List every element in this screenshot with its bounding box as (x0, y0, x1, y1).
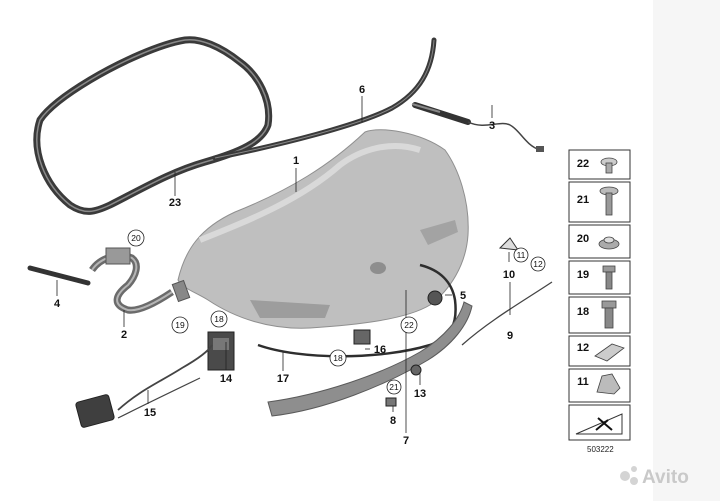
side-label-21: 21 (577, 194, 589, 206)
gas-strut-3 (411, 102, 544, 152)
side-label-22: 22 (577, 158, 589, 170)
trim-7 (267, 301, 473, 417)
callout-7: 7 (403, 435, 409, 447)
callout-10: 10 (503, 269, 515, 281)
callout-4: 4 (54, 298, 61, 310)
callout-1: 1 (293, 155, 299, 167)
screw-21-part (599, 186, 619, 216)
right-edge-band (653, 0, 720, 501)
callout-labels: 1 6 3 23 4 2 5 16 17 14 15 13 8 7 9 10 (54, 84, 515, 447)
clip-22-part (600, 157, 618, 174)
callout-23: 23 (169, 197, 181, 209)
clip-11-part (596, 373, 621, 395)
callout-3: 3 (489, 120, 495, 132)
avito-watermark: Avito (620, 466, 689, 488)
latch-14 (207, 331, 235, 371)
callout-9: 9 (507, 330, 513, 342)
side-label-19: 19 (577, 269, 589, 281)
rubber-strip-6 (212, 37, 437, 161)
circled-callouts: 20 19 18 18 22 21 11 12 (127, 229, 546, 395)
bolt-18-part (601, 300, 617, 329)
wedge-symbol (575, 413, 623, 435)
circled-callout-11: 11 (517, 250, 526, 260)
callout-6: 6 (359, 84, 365, 96)
circled-callout-18-left: 18 (214, 314, 224, 324)
callout-14: 14 (220, 373, 233, 385)
circled-callout-21: 21 (389, 382, 399, 392)
callout-13: 13 (414, 388, 426, 400)
actuator-15 (75, 344, 213, 428)
circled-callout-22: 22 (404, 320, 414, 330)
leader-lines (56, 96, 511, 433)
side-label-11: 11 (577, 376, 589, 388)
small-parts (353, 237, 553, 407)
callout-5: 5 (460, 290, 466, 302)
trunk-seal-23 (33, 36, 273, 215)
nut-20-part (598, 236, 620, 250)
callout-8: 8 (390, 415, 396, 427)
strut-4 (27, 265, 91, 286)
hinge-2 (89, 247, 191, 314)
side-label-12: 12 (577, 342, 589, 354)
bolt-19-part (602, 265, 616, 290)
side-label-18: 18 (577, 306, 589, 318)
watermark-text: Avito (642, 467, 689, 488)
trunk-lid-1 (177, 129, 469, 329)
circled-callout-18-center: 18 (333, 353, 343, 363)
circled-callout-20: 20 (131, 233, 141, 243)
callout-17: 17 (277, 373, 289, 385)
callout-16: 16 (374, 344, 386, 356)
callout-2: 2 (121, 329, 127, 341)
clip-12-part (594, 343, 625, 362)
side-parts-panel: 22 21 20 19 18 12 11 (568, 149, 631, 454)
diagram-code: 503222 (587, 445, 614, 454)
callout-15: 15 (144, 407, 156, 419)
circled-callout-19: 19 (175, 320, 185, 330)
side-label-20: 20 (577, 233, 589, 245)
circled-callout-12: 12 (533, 259, 543, 269)
